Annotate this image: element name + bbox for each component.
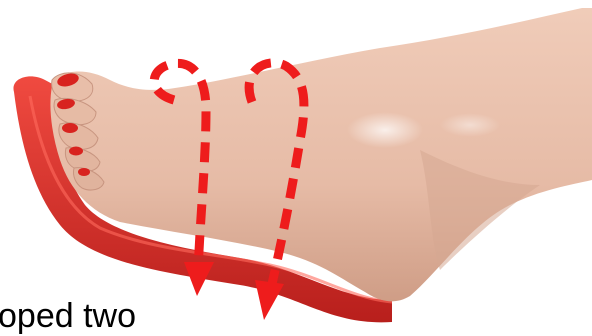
skin-shine-2 bbox=[440, 113, 500, 137]
caption-text: oped two bbox=[0, 296, 136, 336]
strap-arrow-back-head bbox=[255, 280, 284, 320]
skin-shine bbox=[347, 112, 423, 148]
